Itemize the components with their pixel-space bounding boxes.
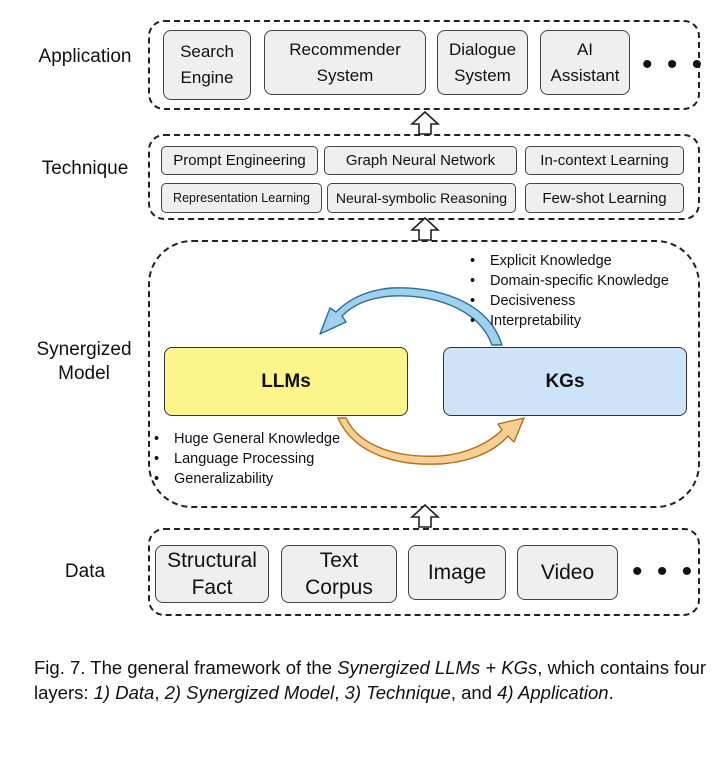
tech-chip-few-shot-learning: Few-shot Learning: [525, 183, 684, 213]
kgs-property: Decisiveness: [468, 291, 669, 311]
caption-end: .: [608, 681, 614, 703]
layer-label-data: Data: [64, 561, 106, 582]
figure-caption: Fig. 7. The general framework of the Syn…: [34, 656, 706, 705]
caption-sep: , and: [450, 681, 498, 703]
llms-property: Generalizability: [152, 469, 340, 489]
layer-label-synergized-model: Synergized Model: [36, 339, 132, 384]
tech-chip-graph-neural-network: Graph Neural Network: [324, 146, 517, 175]
tech-chip-neural-symbolic-reasoning: Neural-symbolic Reasoning: [327, 183, 516, 213]
tech-chip-prompt-engineering: Prompt Engineering: [161, 146, 318, 175]
llms-properties-list: Huge General Knowledge Language Processi…: [152, 429, 340, 489]
app-chip-recommender-system: Recommender System: [264, 30, 426, 95]
kgs-box: KGs: [443, 347, 687, 416]
up-arrow-data-to-model: [409, 503, 441, 528]
data-chip-image: Image: [408, 545, 506, 600]
caption-layer-4: 4) Application: [497, 681, 609, 703]
application-ellipsis: • • •: [642, 48, 706, 81]
kgs-property: Explicit Knowledge: [468, 251, 669, 271]
caption-prefix: Fig. 7. The general framework of the: [34, 657, 338, 678]
kgs-property: Domain-specific Knowledge: [468, 271, 669, 291]
data-chip-video: Video: [517, 545, 618, 600]
app-chip-dialogue-system: Dialogue System: [437, 30, 528, 95]
llms-property: Language Processing: [152, 449, 340, 469]
app-chip-search-engine: Search Engine: [163, 30, 251, 100]
llms-property: Huge General Knowledge: [152, 429, 340, 449]
caption-sep: ,: [334, 681, 345, 703]
layer-label-technique: Technique: [41, 158, 129, 179]
llms-box: LLMs: [164, 347, 408, 416]
caption-layer-3: 3) Technique: [344, 681, 451, 703]
data-chip-text-corpus: Text Corpus: [281, 545, 397, 603]
caption-layer-2: 2) Synergized Model: [164, 681, 335, 703]
tech-chip-representation-learning: Representation Learning: [161, 183, 322, 213]
data-chip-structural-fact: Structural Fact: [155, 545, 269, 603]
application-layer-box: [148, 20, 700, 110]
data-layer-box: [148, 528, 700, 616]
caption-layer-1: 1) Data: [93, 681, 155, 703]
kg-to-llm-arrow: [319, 287, 503, 346]
llm-to-kg-arrow: [337, 417, 525, 465]
caption-sep: ,: [154, 681, 165, 703]
up-arrow-model-to-technique: [409, 216, 441, 241]
data-ellipsis: • • •: [632, 555, 696, 588]
caption-title: Synergized LLMs + KGs: [337, 657, 538, 678]
up-arrow-technique-to-application: [409, 110, 441, 135]
kgs-property: Interpretability: [468, 311, 669, 331]
caption-middle: , which contains four layers:: [34, 657, 706, 703]
layer-label-application: Application: [38, 46, 132, 67]
kgs-properties-list: Explicit Knowledge Domain-specific Knowl…: [468, 251, 669, 331]
tech-chip-in-context-learning: In-context Learning: [525, 146, 684, 175]
app-chip-ai-assistant: AI Assistant: [540, 30, 630, 95]
